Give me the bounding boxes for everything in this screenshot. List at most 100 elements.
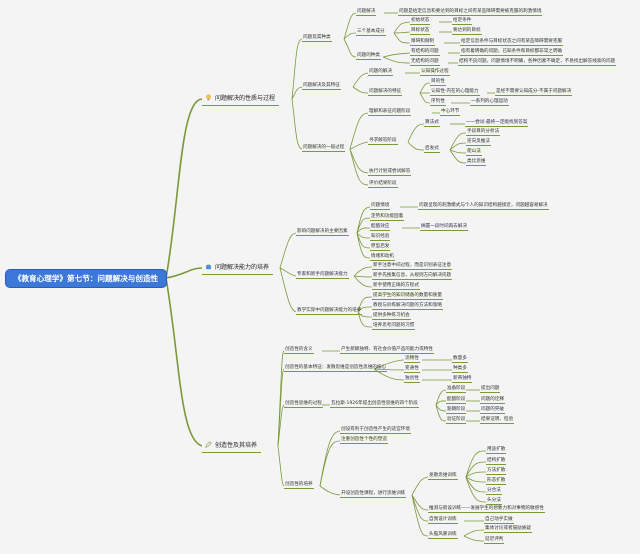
root-topic[interactable]: 《教育心理学》第七节：问题解决与创造性 [6, 270, 166, 287]
branch-ability-training[interactable]: 问题解决能力的培养 [202, 262, 274, 275]
node[interactable]: 结构扩散 [486, 458, 507, 465]
branch-label: 问题解决的性质与过程 [215, 95, 276, 102]
node[interactable]: 目的性 [430, 79, 446, 86]
node[interactable]: 头脑风暴训练 [428, 532, 458, 539]
node[interactable]: 认知性-内在的心理能力 [430, 89, 480, 96]
node[interactable]: 要达到的目标 [452, 28, 482, 35]
group-problem-types[interactable]: 问题及其种类 [302, 35, 332, 42]
node[interactable]: 提高学生的知识储备的数量和质量 [372, 293, 443, 300]
node[interactable]: 头分法 [486, 498, 502, 505]
node[interactable]: 推测与假设训练——发展学生的想象力和对事物的敏感性 [428, 506, 545, 513]
group-creativity-features[interactable]: 创造性的基本特征：发散思维是创造性思维的核心 [284, 365, 388, 372]
group-problem-features[interactable]: 问题解决及其特征 [302, 83, 341, 90]
node[interactable]: 给定信息条件与目标状态之间有某些障碍需要克服 [460, 39, 564, 46]
group-creativity-meaning[interactable]: 创造性的含义 [284, 347, 314, 354]
node[interactable]: 流畅性 [404, 356, 420, 363]
node[interactable]: 指有着明确的问题，已知条件和目标都非常之明确 [460, 49, 564, 56]
node[interactable]: 原型启发 [370, 244, 391, 251]
node[interactable]: 变通性 [404, 366, 420, 373]
node[interactable]: 酝酿阶段 [446, 397, 467, 404]
node[interactable]: 新手先搜集信息，从规则方向解决问题 [372, 273, 453, 280]
branch-creativity[interactable]: 创造性及其培养 [202, 440, 262, 453]
node[interactable]: 集体讨论或者鼓励质疑 [484, 526, 532, 533]
node[interactable]: 数量多 [452, 356, 468, 363]
node[interactable]: 自己动手实做 [484, 517, 514, 524]
node[interactable]: 准备阶段 [446, 386, 467, 393]
node[interactable]: 用途扩散 [486, 447, 507, 454]
node[interactable]: 种类多 [452, 366, 468, 373]
group-influencing-factors[interactable]: 影响问题解决的主要因素 [296, 229, 349, 236]
node[interactable]: 问题的突破 [480, 407, 505, 414]
group-teaching-practice[interactable]: 教学实际中问题解决能力的培养 [296, 308, 363, 315]
node[interactable]: 给定条件 [452, 18, 473, 25]
node[interactable]: 问题呈现的刺激模式与个人的知识结构越接近，问题越容易解决 [418, 203, 549, 210]
node[interactable]: 延迟评判 [484, 537, 505, 544]
node[interactable]: 认知操作过程 [420, 69, 450, 76]
node[interactable]: 有结构的问题 [410, 49, 440, 56]
node[interactable]: 新手注意中间过程，而是识别表征注意 [372, 263, 453, 270]
group-expert-novice[interactable]: 专家和新手问题解决能力 [296, 272, 349, 279]
node[interactable]: 教授与训练解决问题的方法和策略 [372, 303, 443, 310]
node[interactable]: 类比思维 [466, 159, 487, 166]
branch-label: 问题解决能力的培养 [215, 264, 270, 271]
node[interactable]: 爬山法 [466, 149, 482, 156]
node[interactable]: 发散思维训练 [428, 473, 458, 480]
node[interactable]: 初始状态 [410, 18, 431, 25]
node[interactable]: 障碍和限制 [410, 39, 435, 46]
node[interactable]: 分合法 [486, 488, 502, 495]
node[interactable]: 豁朗阶段 [446, 407, 467, 414]
node[interactable]: 培养思考问题的习惯 [372, 323, 416, 330]
node[interactable]: 问题的解决 [368, 69, 393, 76]
node[interactable]: 自我设计训练 [428, 517, 458, 524]
node[interactable]: 中心环节 [440, 109, 461, 116]
node[interactable]: 三个基本成分 [356, 29, 386, 36]
node[interactable]: 评价结果阶段 [368, 181, 398, 188]
group-general-process[interactable]: 问题解决的一般过程 [302, 145, 346, 152]
branch-label: 创造性及其培养 [215, 442, 258, 449]
branch-problem-solving-nature[interactable]: 问题解决的性质与过程 [202, 93, 280, 106]
node[interactable]: 问题的种类 [356, 53, 381, 60]
node[interactable]: 知识经验 [370, 234, 391, 241]
node[interactable]: 新手使用正确的方程式 [372, 283, 420, 290]
node[interactable]: 理解和表征问题阶段 [368, 109, 412, 116]
node[interactable]: 一系列的心理运动 [470, 99, 509, 106]
node[interactable]: 瓦拉斯-1926年提出创造性思维的四个阶段 [330, 401, 419, 408]
node[interactable]: 开设创造性课程，进行思维训练 [340, 491, 407, 498]
node[interactable]: 逆向反推法 [466, 139, 491, 146]
node[interactable]: 目标状态 [410, 28, 431, 35]
node[interactable]: 结构不良问题，问题情境不明确，各种因素不确定，不易找出解答线索的问题 [458, 59, 617, 66]
node[interactable]: 提供多种练习机会 [372, 313, 411, 320]
node[interactable]: 产生新颖独特、有社会价值产品的能力或特性 [340, 347, 434, 354]
node[interactable]: 寻求解答阶段 [368, 138, 398, 145]
node[interactable]: 方法扩散 [486, 468, 507, 475]
node[interactable]: 结果证明、检验 [480, 417, 515, 424]
node[interactable]: 一一尝试-最终一定能找到答案 [465, 120, 529, 127]
node[interactable]: 提出问题 [480, 386, 501, 393]
node[interactable]: 算法式 [424, 120, 440, 127]
node[interactable]: 问题的诠释 [480, 397, 505, 404]
group-creativity-training[interactable]: 创造性的培养 [284, 482, 314, 489]
node[interactable]: 执行计划或尝试解答 [368, 169, 412, 176]
node[interactable]: 问题是给定信息和要达到的目标之间有某些障碍需要被克服的刺激情境 [398, 9, 543, 16]
node[interactable]: 是经不需要认知成分-不属于问题解决 [495, 89, 573, 96]
node[interactable]: 注重创造性个性的塑造 [340, 437, 388, 444]
node[interactable]: 问题解决的特征 [368, 89, 403, 96]
node[interactable]: 定势和功能固着 [370, 214, 405, 221]
node[interactable]: 无结构的问题 [410, 59, 440, 66]
node[interactable]: 问题情境 [370, 203, 391, 210]
node[interactable]: 独创性 [404, 376, 420, 383]
node[interactable]: 情绪和动机 [370, 254, 395, 261]
node[interactable]: 搁置一段时间再去解决 [420, 224, 468, 231]
node[interactable]: 启发式 [424, 146, 440, 153]
group-creative-process[interactable]: 创造性思维的过程 [284, 401, 323, 408]
node[interactable]: 验证阶段 [446, 417, 467, 424]
node[interactable]: 创设有利于创造性产生的适宜环境 [340, 427, 411, 434]
node[interactable]: 问题解决 [356, 9, 377, 16]
node[interactable]: 形态扩散 [486, 478, 507, 485]
node[interactable]: 新奇独特 [452, 376, 473, 383]
node[interactable]: 手段目的分析法 [466, 129, 501, 136]
bag-icon [206, 263, 211, 270]
node[interactable]: 序列性 [430, 99, 446, 106]
node[interactable]: 酝酿效应 [370, 224, 391, 231]
